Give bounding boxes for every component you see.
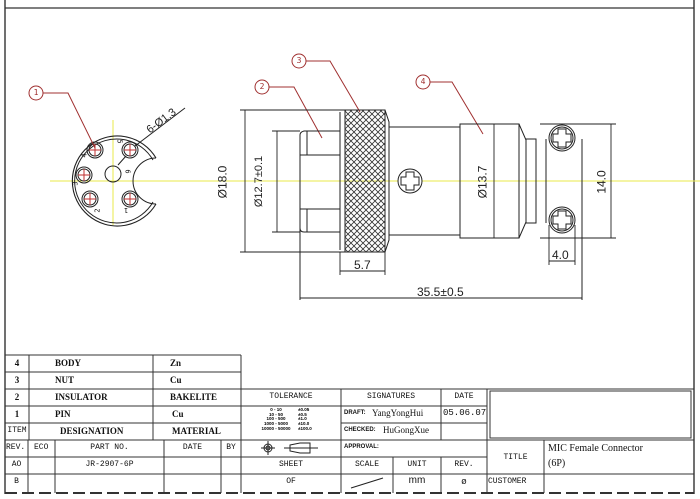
draft-label: DRAFT: — [344, 410, 366, 416]
bom-item: 4 — [14, 358, 20, 368]
bom-designation: BODY — [55, 358, 82, 368]
balloon-3: 3 — [296, 56, 302, 65]
checked-name: HuGongXue — [383, 425, 429, 435]
title-value-line2: (6P) — [548, 458, 566, 469]
bom-header-item: ITEM — [7, 426, 27, 435]
rev-header-date: DATE — [182, 443, 203, 452]
unit-value: mm — [408, 475, 426, 486]
pin-label-5: 5 — [115, 139, 124, 144]
dimension-lines — [240, 109, 616, 299]
rev-row-rev: B — [14, 477, 19, 486]
sheet-label: SHEET — [278, 460, 303, 469]
bom-material: Zn — [170, 358, 182, 368]
pin-label-4: 4 — [80, 153, 89, 158]
balloon-4: 4 — [420, 77, 426, 86]
rev-value: ø — [461, 477, 467, 487]
tolerance-ranges: 0 - 10 10 - 50 100 - 500 1000 - 5000 100… — [261, 407, 291, 431]
balloon-2: 2 — [259, 82, 265, 91]
dim-body-diameter: Ø13.7 — [475, 165, 490, 199]
unit-label: UNIT — [407, 460, 427, 469]
connector-side-view — [299, 109, 583, 300]
approval-label: APPROVAL: — [344, 444, 379, 450]
draft-name: YangYongHui — [372, 408, 424, 418]
dim-clamp-height: 14.0 — [594, 170, 609, 194]
title-label: TITLE — [503, 453, 528, 462]
bom-item: 2 — [14, 392, 20, 402]
tolerance-values: ±0.05 ±0.5 ±1.0 ±10.0 ±100.0 — [298, 407, 312, 431]
pin-crosses — [78, 144, 136, 205]
rev-row-rev: AO — [11, 460, 22, 469]
rev-header-eco: ECO — [34, 443, 49, 452]
date-label: DATE — [454, 392, 474, 401]
signatures-label: SIGNATURES — [366, 392, 415, 401]
rev-header-by: BY — [226, 443, 236, 452]
bom-material: Cu — [170, 375, 182, 385]
tolerance-label: TOLERANCE — [269, 392, 313, 401]
pin-label-1: 1 — [124, 206, 129, 214]
balloon-leaders — [28, 53, 484, 149]
dim-total-length: 35.5±0.5 — [417, 285, 464, 299]
scale-slash — [350, 477, 384, 489]
bom-designation: INSULATOR — [55, 392, 108, 402]
pin-label-2: 2 — [93, 208, 102, 213]
phillips-screw-icon — [397, 124, 576, 234]
checked-label: CHECKED: — [344, 427, 376, 433]
scale-label: SCALE — [354, 460, 379, 469]
pin-label-6: 6 — [123, 169, 132, 174]
bom-designation: NUT — [55, 375, 75, 385]
rev-header-rev: REV. — [6, 443, 26, 452]
title-block-grid — [5, 354, 694, 493]
title-value-line1: MIC Female Connector — [548, 443, 643, 454]
bom-material: Cu — [172, 409, 184, 419]
dim-nut-width: 5.7 — [354, 258, 371, 272]
bom-material: BAKELITE — [170, 392, 218, 402]
sheet-value: OF — [286, 477, 296, 486]
third-angle-projection-icon — [261, 441, 318, 455]
pin-callout-leader — [117, 107, 186, 166]
dim-outer-diameter: Ø18.0 — [215, 165, 230, 199]
rev-header-part-no: PART NO. — [90, 443, 129, 452]
bom-header-designation: DESIGNATION — [60, 426, 124, 436]
balloon-1: 1 — [33, 88, 39, 97]
bom-item: 1 — [14, 409, 20, 419]
bom-designation: PIN — [55, 409, 71, 419]
bom-header-material: MATERIAL — [172, 426, 221, 436]
bom-item: 3 — [14, 375, 20, 385]
dim-clamp-width: 4.0 — [552, 248, 569, 262]
draft-date: 05.06.07 — [443, 408, 487, 418]
rev-label: REV. — [454, 460, 474, 469]
dim-thread-diameter: Ø12.7±0.1 — [253, 155, 266, 208]
rev-row-part-no: JR-2907-6P — [85, 460, 134, 469]
customer-label: CUSTOMER — [488, 477, 527, 486]
pin-label-3: 3 — [71, 181, 80, 186]
drawing-frame — [4, 0, 695, 494]
